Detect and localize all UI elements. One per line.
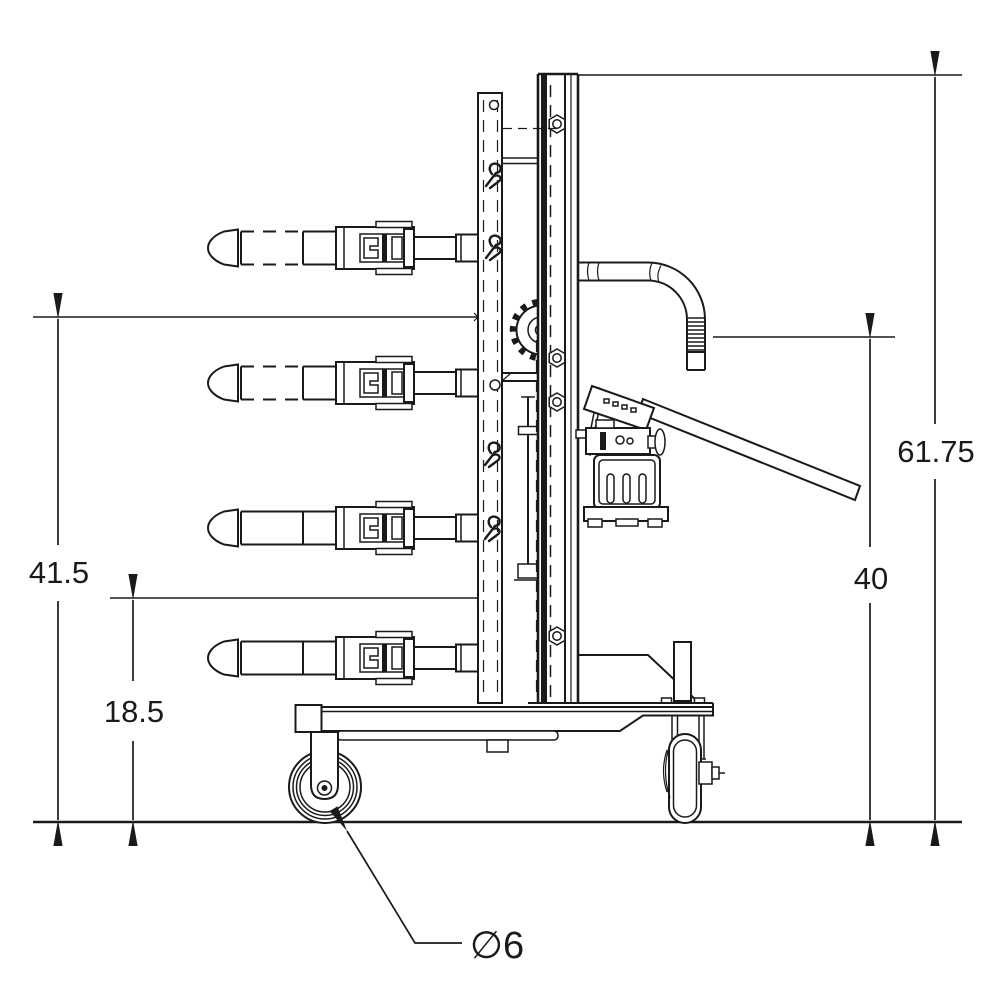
front-caster-fork bbox=[310, 731, 339, 801]
mast-bolt bbox=[548, 626, 566, 646]
front-caster-wheel bbox=[288, 731, 362, 824]
dimension-handle-height: 40 bbox=[854, 313, 888, 846]
dimension-caster-diameter: ∅6 bbox=[329, 806, 524, 967]
platform-post bbox=[673, 641, 692, 702]
carriage-hardware bbox=[483, 99, 502, 543]
mast-bolt bbox=[548, 114, 566, 134]
base-skid bbox=[336, 730, 559, 741]
pump-knob bbox=[654, 428, 666, 456]
support-arm-1 bbox=[207, 220, 479, 276]
carriage-hole bbox=[488, 99, 500, 111]
base-beam bbox=[294, 703, 714, 753]
support-arm-3 bbox=[207, 500, 479, 556]
support-arm-4 bbox=[207, 630, 479, 686]
dimension-upper-height: 41.5 bbox=[29, 293, 89, 846]
base-tab bbox=[486, 739, 509, 753]
dimension-overall-height: 61.75 bbox=[897, 51, 975, 846]
dim-label-40: 40 bbox=[854, 561, 888, 596]
push-handle bbox=[578, 261, 706, 371]
hydraulic-pump bbox=[575, 384, 862, 528]
handle-grip-knurl bbox=[688, 317, 705, 351]
support-arm-2 bbox=[207, 355, 479, 411]
dim-label-61-75: 61.75 bbox=[897, 434, 975, 469]
front-caster-mount bbox=[294, 704, 323, 733]
carriage-hole bbox=[489, 379, 501, 391]
dim-label-18-5: 18.5 bbox=[104, 694, 164, 729]
base-platform bbox=[528, 641, 713, 704]
dim-label-diameter-6: ∅6 bbox=[470, 925, 524, 967]
mast bbox=[535, 72, 580, 703]
carriage-plate bbox=[477, 92, 503, 704]
dimension-lower-height: 18.5 bbox=[104, 574, 164, 846]
rear-axle-hub bbox=[698, 761, 713, 785]
mast-bolt bbox=[548, 392, 566, 412]
carriage-mast-ties bbox=[501, 127, 562, 382]
rear-caster-wheel bbox=[662, 715, 725, 824]
mast-bolt bbox=[548, 348, 566, 368]
dim-label-41-5: 41.5 bbox=[29, 555, 89, 590]
pump-handle-rod bbox=[636, 397, 862, 502]
